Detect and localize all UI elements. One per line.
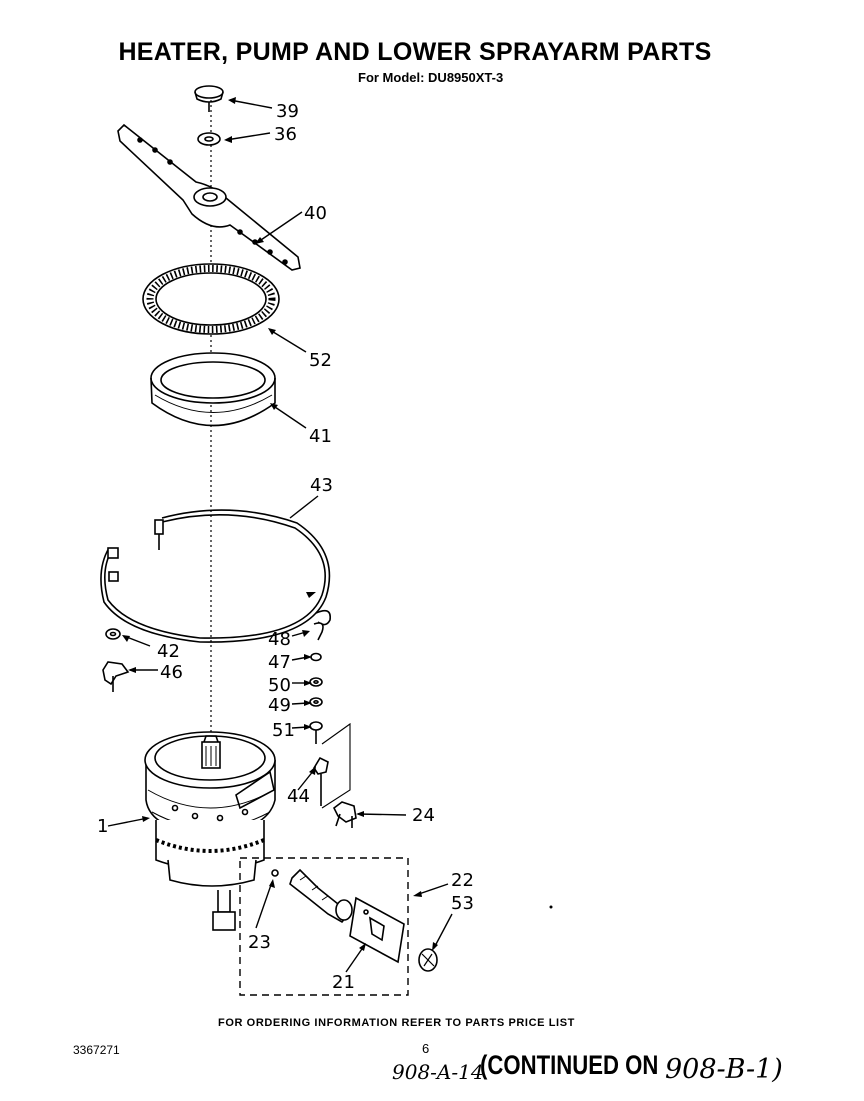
part-48-hook-terminal <box>313 622 324 641</box>
part-24-bracket <box>332 801 357 828</box>
part-43-heater-element <box>100 509 332 643</box>
part-49-washer <box>309 697 323 707</box>
stray-dot <box>549 905 553 909</box>
part-53-clip <box>418 948 438 972</box>
part-51-nut <box>309 721 323 744</box>
callout-43: 43 <box>310 475 333 496</box>
part-22-thermal-fuse <box>289 868 353 924</box>
callout-41: 41 <box>309 426 332 447</box>
callout-24: 24 <box>412 805 435 826</box>
page-number: 6 <box>422 1041 430 1056</box>
page-title: HEATER, PUMP AND LOWER SPRAYARM PARTS <box>118 38 712 66</box>
part-21-mounting-plate <box>349 896 405 964</box>
ordering-information-note: FOR ORDERING INFORMATION REFER TO PARTS … <box>218 1017 575 1029</box>
part-number-callouts: 39 36 40 52 41 43 42 46 48 47 50 49 51 4… <box>97 101 474 993</box>
callout-21: 21 <box>332 972 355 993</box>
part-52-filter-ring <box>142 263 280 335</box>
handwritten-page-reference: 908-A-14 <box>392 1060 484 1084</box>
model-subtitle: For Model: DU8950XT-3 <box>358 70 504 85</box>
part-40-lower-sprayarm <box>117 123 301 271</box>
part-42-grommet <box>105 628 121 640</box>
handwritten-continued-reference: 908-B-1) <box>665 1054 783 1085</box>
document-number: 3367271 <box>73 1043 120 1057</box>
callout-39: 39 <box>276 101 299 122</box>
part-23-o-ring <box>271 869 279 877</box>
callout-1: 1 <box>97 816 108 837</box>
part-39-sprayarm-cap <box>194 85 224 112</box>
part-1-pump-motor-assembly <box>144 731 276 931</box>
part-22-group-outline <box>239 857 409 996</box>
part-44-clip <box>313 756 329 806</box>
callout-47: 47 <box>268 652 291 673</box>
hardware-leader-zigzag <box>321 722 351 809</box>
callout-arrowheads <box>122 97 438 951</box>
callout-50: 50 <box>268 675 291 696</box>
callout-22: 22 <box>451 870 474 891</box>
callout-leader-lines <box>107 99 453 973</box>
callout-44: 44 <box>287 786 310 807</box>
callout-52: 52 <box>309 350 332 371</box>
part-41-spray-ring <box>150 352 276 427</box>
callout-42: 42 <box>157 641 180 662</box>
part-36-washer <box>197 132 221 146</box>
callout-48: 48 <box>268 629 291 650</box>
callout-53: 53 <box>451 893 474 914</box>
callout-23: 23 <box>248 932 271 953</box>
part-46-bracket <box>102 661 130 692</box>
part-50-washer <box>309 677 323 687</box>
part-47-nut <box>310 652 322 662</box>
callout-51: 51 <box>272 720 295 741</box>
callout-36: 36 <box>274 124 297 145</box>
callout-40: 40 <box>304 203 327 224</box>
callout-49: 49 <box>268 695 291 716</box>
continued-on-label: (CONTINUED ON <box>480 1050 659 1080</box>
callout-46: 46 <box>160 662 183 683</box>
